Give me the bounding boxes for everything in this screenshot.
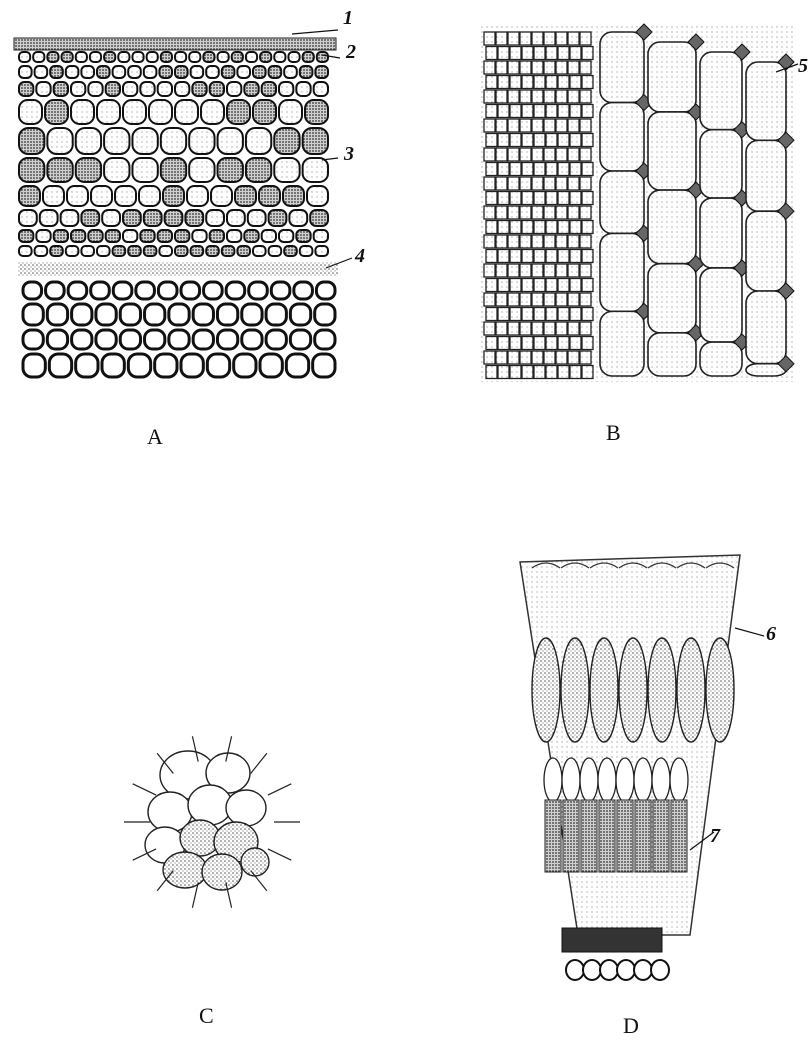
panel-a-drawing xyxy=(14,38,338,377)
callout-1: 1 xyxy=(292,7,353,34)
svg-text:6: 6 xyxy=(766,623,776,645)
panel-c-drawing xyxy=(124,736,300,908)
panel-label-a: A xyxy=(147,424,163,450)
panel-label-b: B xyxy=(606,420,621,446)
svg-text:1: 1 xyxy=(343,7,353,29)
panel-b-drawing xyxy=(478,24,796,382)
svg-text:5: 5 xyxy=(798,55,808,77)
svg-text:4: 4 xyxy=(354,245,365,267)
panel-d-drawing xyxy=(520,555,740,980)
callout-6: 6 xyxy=(735,623,776,645)
panel-label-d: D xyxy=(623,1013,639,1039)
panel-label-c: C xyxy=(199,1003,214,1029)
svg-text:7: 7 xyxy=(710,825,721,847)
svg-text:3: 3 xyxy=(343,143,354,165)
svg-text:2: 2 xyxy=(345,41,356,63)
